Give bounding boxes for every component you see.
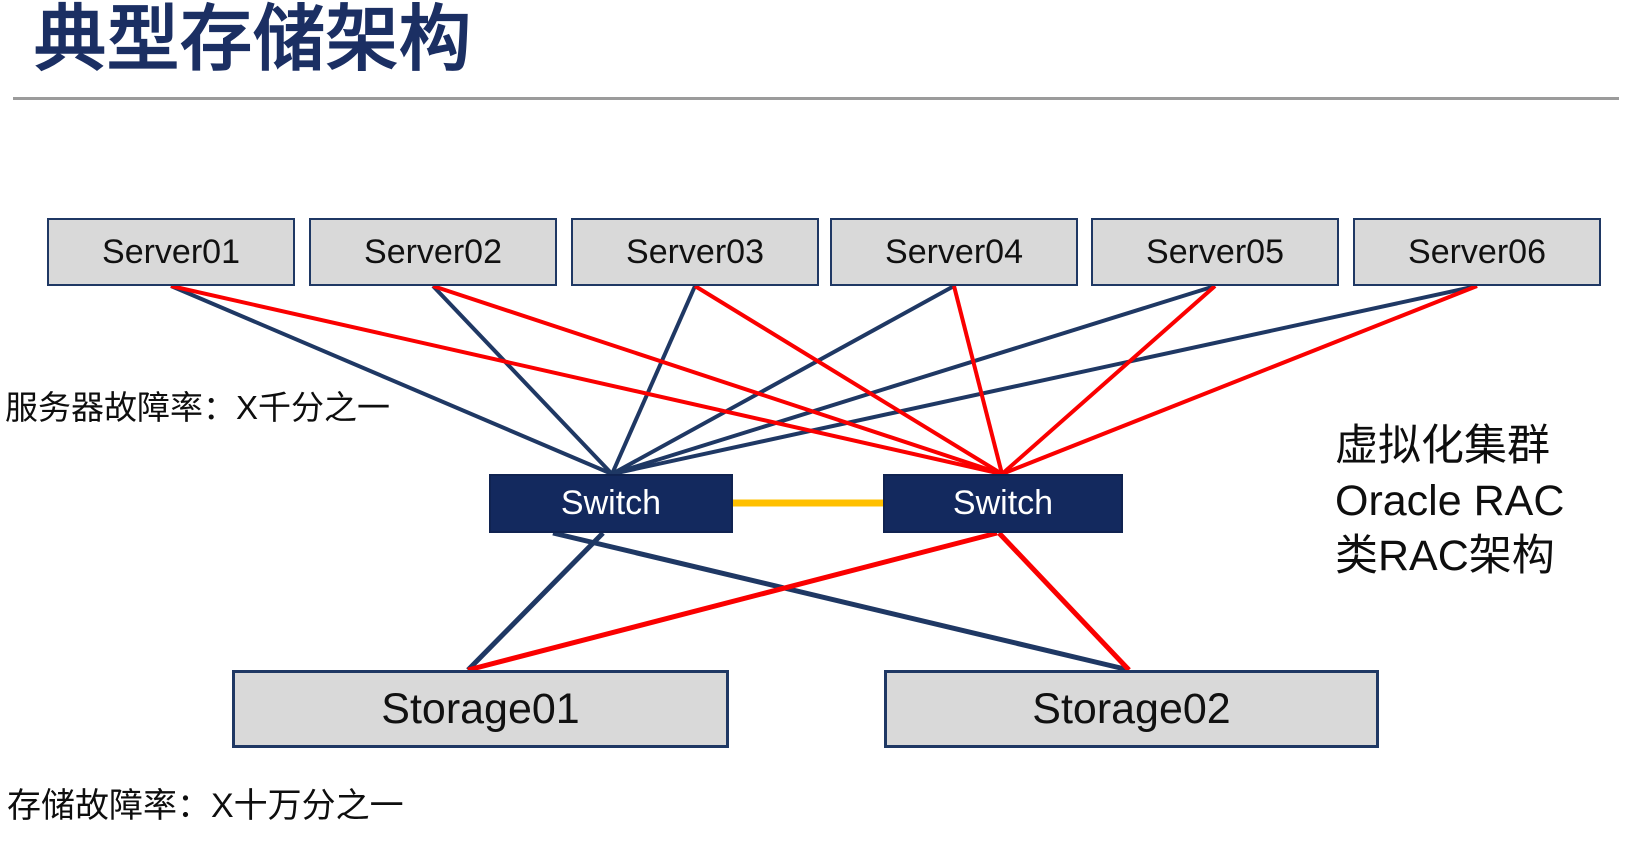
right-architecture-note: 虚拟化集群 Oracle RAC 类RAC架构 xyxy=(1335,419,1564,584)
server01-box: Server01 xyxy=(47,218,295,286)
server03-box: Server03 xyxy=(571,218,819,286)
server06-box: Server06 xyxy=(1353,218,1601,286)
link-server06-switch-b xyxy=(1001,284,1478,476)
server05-label: Server05 xyxy=(1146,232,1284,271)
storage02-label: Storage02 xyxy=(1032,684,1231,733)
storage01-label: Storage01 xyxy=(381,684,580,733)
switch-left-label: Switch xyxy=(560,484,662,522)
storage01-box: Storage01 xyxy=(232,670,729,748)
link-server06-switch-a xyxy=(611,284,1478,476)
slide-title: 典型存储架构 xyxy=(34,0,473,80)
server01-label: Server01 xyxy=(102,232,240,271)
link-server01-switch-b xyxy=(170,284,1003,476)
switch-right-label: Switch xyxy=(952,484,1054,522)
right-note-line3: 类RAC架构 xyxy=(1335,532,1555,580)
server03-label: Server03 xyxy=(626,232,764,271)
link-server02-switch-a xyxy=(431,284,614,476)
server-failure-rate-note: 服务器故障率：X千分之一 xyxy=(5,389,391,426)
storage-failure-rate-note: 存储故障率：X十万分之一 xyxy=(7,787,404,825)
link-server04-switch-b xyxy=(952,285,1004,475)
link-switch-b-storage01 xyxy=(467,530,998,673)
link-server05-switch-b xyxy=(1000,284,1217,476)
server04-box: Server04 xyxy=(830,218,1078,286)
link-server01-switch-a xyxy=(170,284,613,476)
server02-box: Server02 xyxy=(309,218,557,286)
title-underline xyxy=(13,97,1619,100)
storage02-box: Storage02 xyxy=(884,670,1379,748)
server05-box: Server05 xyxy=(1091,218,1339,286)
server06-label: Server06 xyxy=(1408,232,1546,271)
server02-label: Server02 xyxy=(364,232,502,271)
right-note-line1: 虚拟化集群 xyxy=(1335,422,1550,470)
link-switch-a-storage01 xyxy=(466,531,605,672)
link-server02-switch-b xyxy=(432,284,1003,476)
link-server03-switch-b xyxy=(693,284,1004,476)
link-switch-b-storage02 xyxy=(997,531,1131,672)
right-note-line2: Oracle RAC xyxy=(1335,477,1565,525)
switch-left-box: Switch xyxy=(489,474,733,533)
link-switch-a-storage02 xyxy=(552,530,1130,673)
link-server04-switch-a xyxy=(611,284,955,476)
server04-label: Server04 xyxy=(885,232,1023,271)
link-server03-switch-a xyxy=(610,285,697,475)
switch-right-box: Switch xyxy=(883,474,1123,533)
link-server05-switch-a xyxy=(611,284,1216,476)
